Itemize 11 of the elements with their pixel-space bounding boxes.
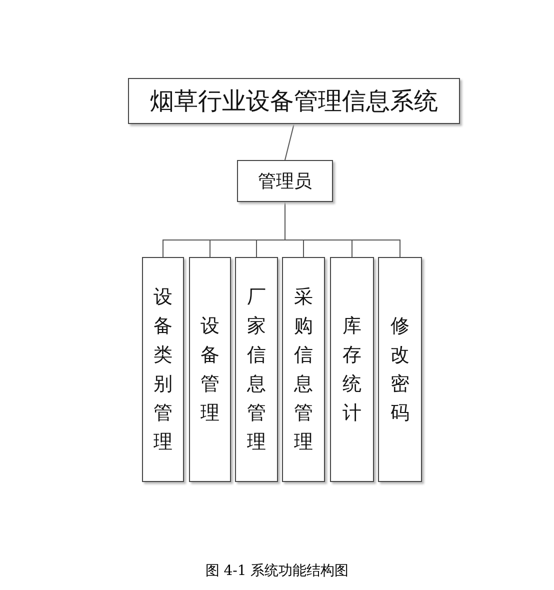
module-box: 采购信息管理 (282, 257, 325, 482)
caption: 图 4-1 系统功能结构图 (204, 562, 350, 580)
module-box: 厂家信息管理 (235, 257, 278, 482)
connector-line (284, 124, 294, 160)
module-box: 设备类别管理 (142, 257, 184, 482)
role-box: 管理员 (237, 160, 333, 202)
module-box: 设备管理 (189, 257, 231, 482)
connector-line (284, 202, 400, 258)
module-box: 修改密码 (378, 257, 422, 482)
title-box: 烟草行业设备管理信息系统 (128, 78, 460, 124)
module-box: 库存统计 (330, 257, 374, 482)
